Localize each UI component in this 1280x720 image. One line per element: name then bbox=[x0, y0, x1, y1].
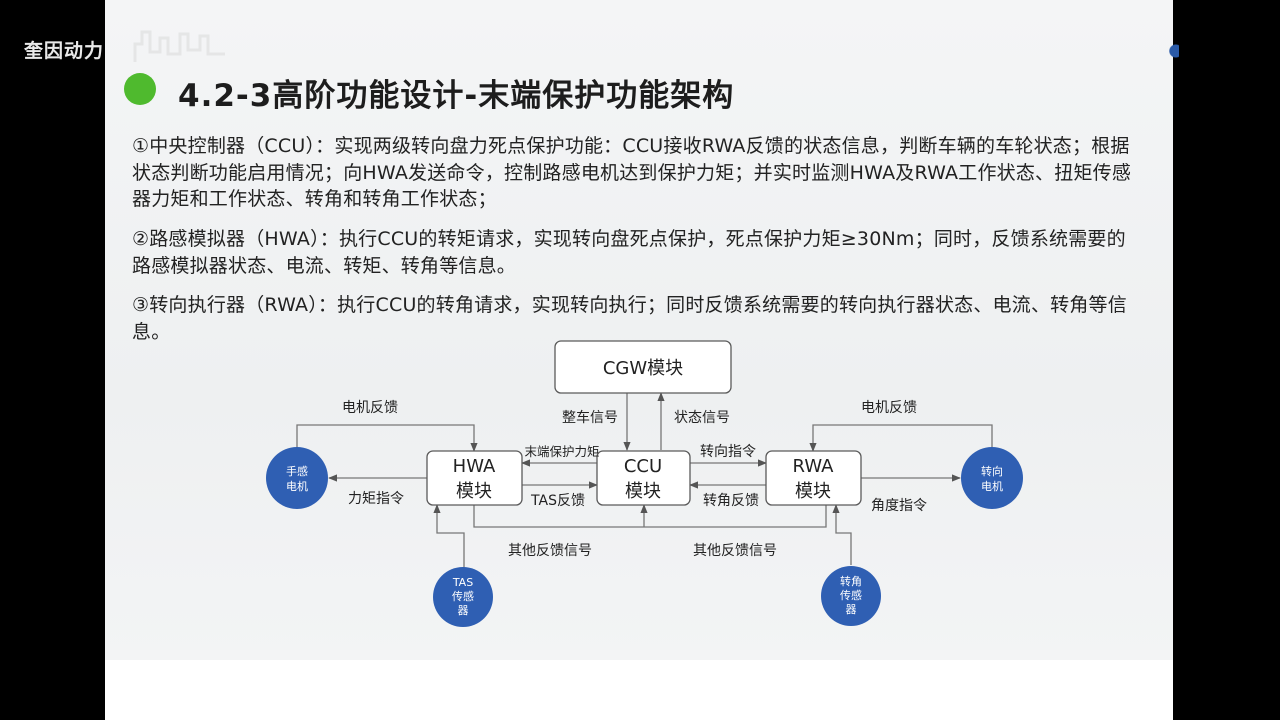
slide bbox=[105, 0, 1173, 720]
watermark-decoration-icon bbox=[133, 30, 225, 62]
paragraph-hwa: ②路感模拟器（HWA）：执行CCU的转矩请求，实现转向盘死点保护，死点保护力矩≥… bbox=[132, 228, 1126, 277]
slide-background bbox=[105, 0, 1173, 660]
logo-icon bbox=[1163, 40, 1179, 62]
paragraph-ccu: ①中央控制器（CCU）：实现两级转向盘力死点保护功能：CCU接收RWA反馈的状态… bbox=[132, 135, 1132, 210]
watermark: 奎因动力 bbox=[24, 40, 105, 62]
slide-title: 4.2-3高阶功能设计-末端保护功能架构 bbox=[178, 78, 735, 114]
title-bullet-icon bbox=[124, 73, 156, 105]
paragraph-rwa: ③转向执行器（RWA）：执行CCU的转角请求，实现转向执行；同时反馈系统需要的转… bbox=[132, 294, 1127, 343]
